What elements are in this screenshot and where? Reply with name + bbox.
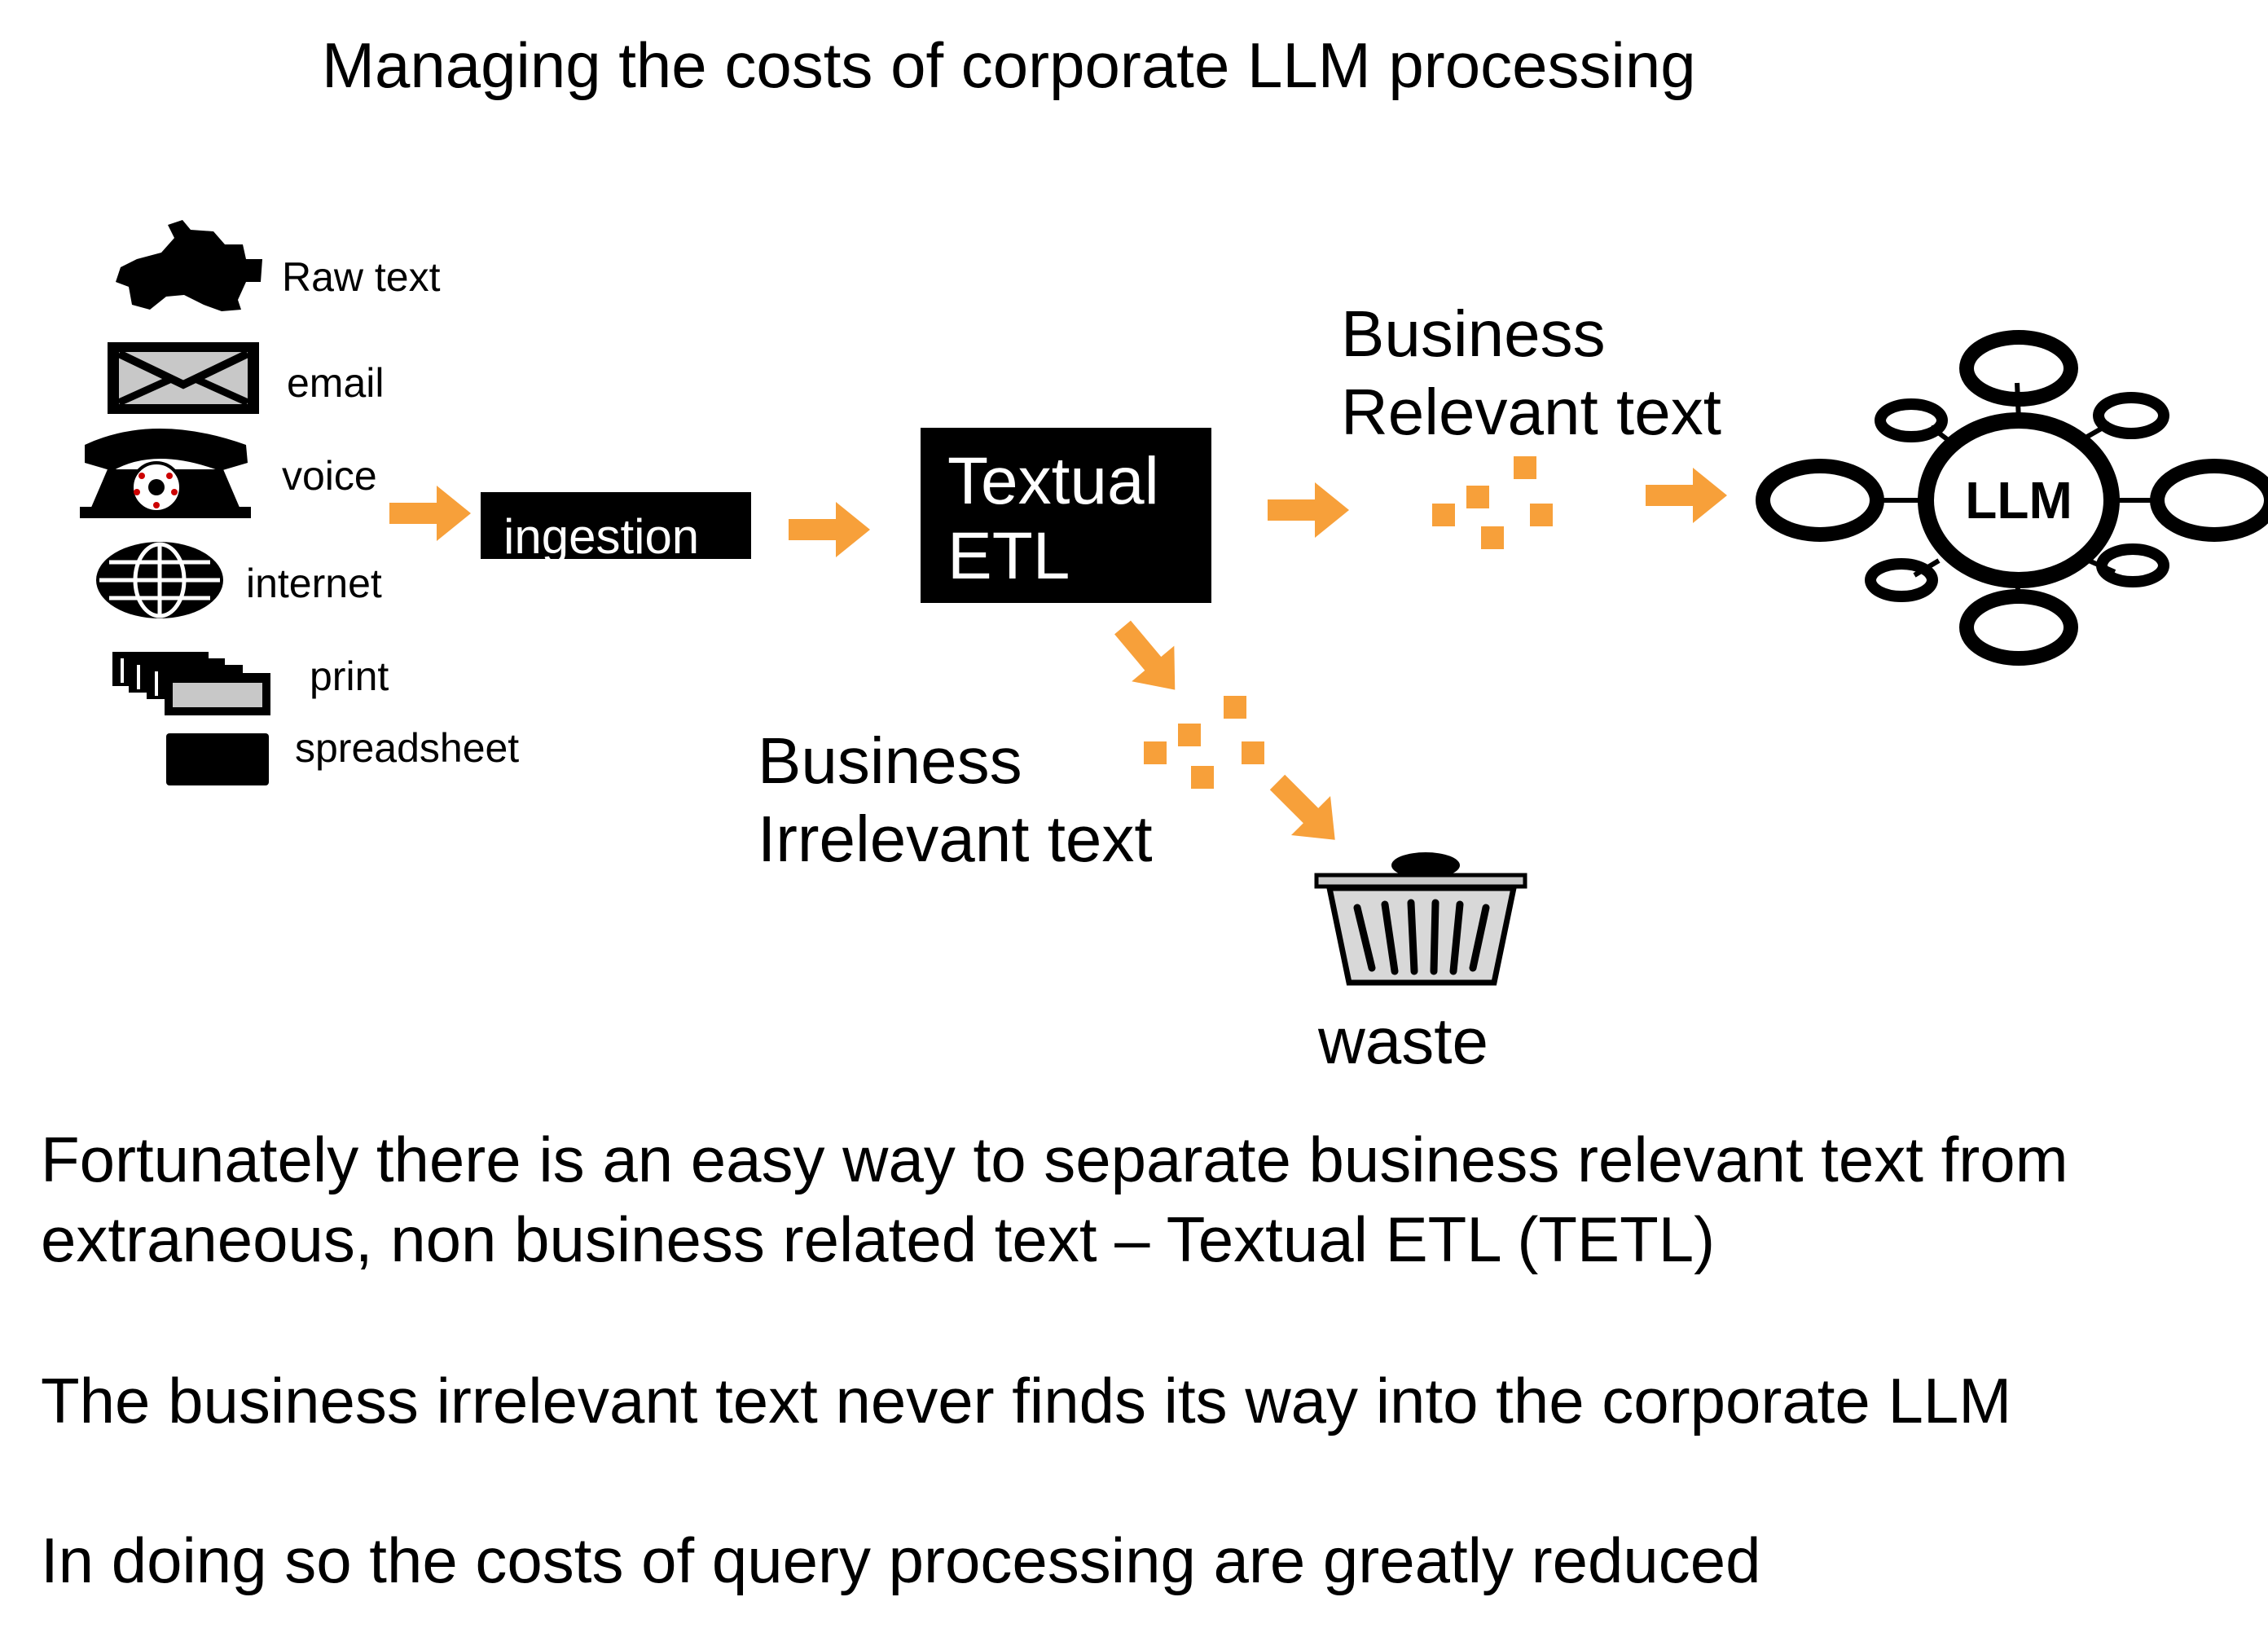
relevant-text-label-line2: Relevant text [1341, 376, 1721, 448]
spreadsheet-icon [166, 733, 269, 785]
arrow-sources-to-ingestion [389, 486, 471, 541]
llm-hub [1756, 330, 2268, 666]
globe-icon [96, 542, 223, 618]
source-label-print: print [310, 653, 389, 699]
trash-can-icon [1314, 852, 1527, 986]
relevant-text-label-line1: Business [1341, 297, 1606, 370]
irrelevant-text-label-line2: Irrelevant text [758, 803, 1153, 875]
textual-etl-label-line1: Textual [947, 444, 1159, 518]
telephone-icon [80, 429, 251, 518]
source-label-internet: internet [246, 561, 382, 606]
page-title: Managing the costs of corporate LLM proc… [322, 29, 1696, 101]
raw-text-icon [116, 220, 262, 311]
arrow-ingestion-to-tetl [789, 502, 870, 557]
printed-pages-icon [112, 652, 270, 715]
ingestion-box: ingestion [481, 492, 751, 564]
irrelevant-text-fragments [1144, 696, 1264, 789]
paragraph-2: The business irrelevant text never finds… [41, 1365, 2012, 1436]
arrow-tetl-to-irrelevant [1101, 609, 1197, 708]
textual-etl-box: Textual ETL [921, 428, 1211, 603]
arrow-relevant-to-llm [1646, 468, 1727, 523]
paragraph-1-line-1: Fortunately there is an easy way to sepa… [41, 1124, 2068, 1195]
waste-label: waste [1318, 1005, 1488, 1077]
source-label-email: email [287, 360, 385, 406]
source-label-voice: voice [282, 453, 377, 499]
ingestion-label: ingestion [503, 509, 700, 564]
arrow-irrelevant-to-waste [1257, 762, 1355, 860]
source-label-raw-text: Raw text [282, 254, 441, 300]
source-label-spreadsheet: spreadsheet [295, 725, 520, 771]
arrow-tetl-to-relevant [1268, 482, 1349, 538]
paragraph-1-line-2: extraneous, non business related text – … [41, 1203, 1716, 1275]
irrelevant-text-label-line1: Business [758, 724, 1022, 797]
relevant-text-fragments [1432, 456, 1553, 549]
paragraph-3: In doing so the costs of query processin… [41, 1524, 1761, 1596]
envelope-icon [108, 342, 259, 414]
llm-label: LLM [1965, 471, 2072, 530]
textual-etl-label-line2: ETL [947, 519, 1070, 593]
